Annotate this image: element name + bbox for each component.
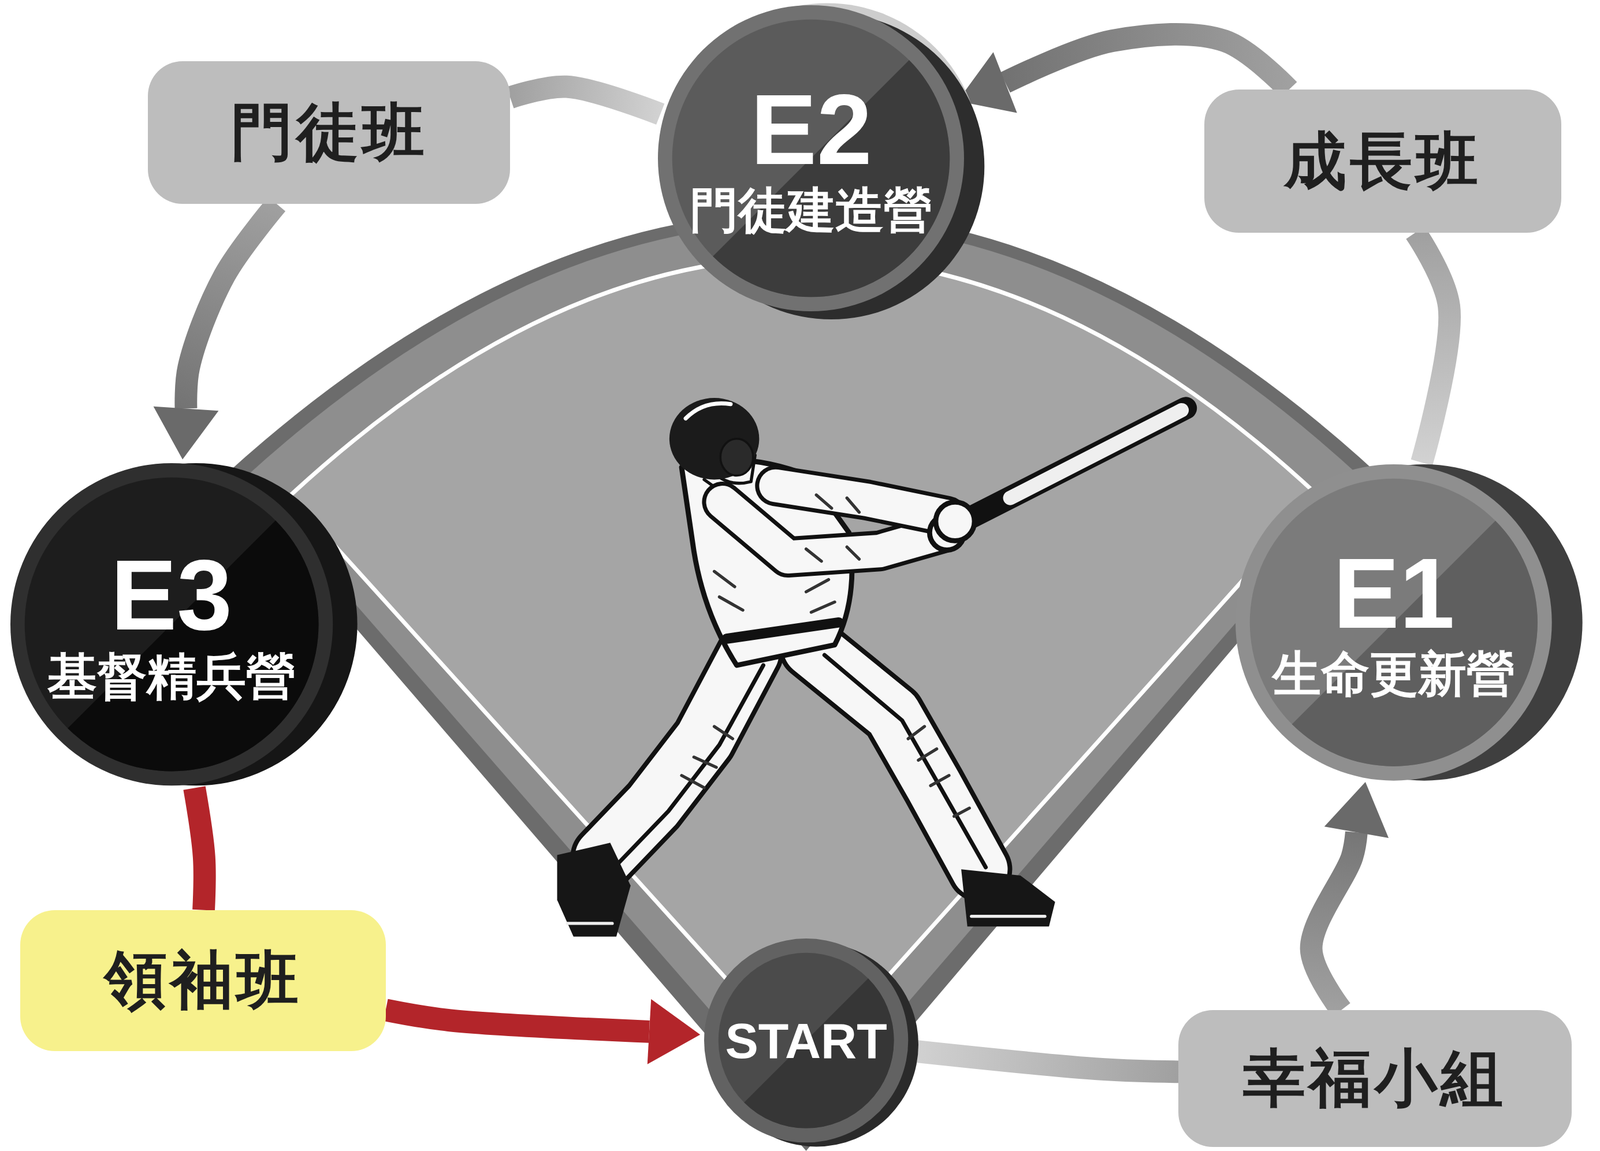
circle-face bbox=[1235, 464, 1553, 781]
circle-face-shade bbox=[704, 938, 909, 1143]
stage-circle: E3基督精兵營 bbox=[10, 463, 333, 786]
circle-face bbox=[10, 463, 333, 786]
stage-code: E2 bbox=[750, 79, 872, 180]
stage-circle: E1生命更新營 bbox=[1235, 464, 1553, 781]
batter-figure bbox=[557, 397, 1186, 937]
batter-figure bbox=[971, 914, 1045, 918]
circle-ring bbox=[1235, 464, 1553, 781]
circle-face-shade bbox=[1235, 464, 1553, 781]
circle-ring bbox=[704, 938, 909, 1143]
flow-arrow bbox=[194, 788, 206, 911]
stage-circle: E2門徒建造營 bbox=[657, 5, 965, 312]
stage-code: E1 bbox=[1333, 543, 1455, 643]
batter-figure bbox=[726, 622, 839, 639]
batter-figure bbox=[957, 408, 1186, 525]
circle-face bbox=[704, 938, 909, 1143]
stage-name: 生命更新營 bbox=[1272, 647, 1516, 701]
class-box: 幸福小組 bbox=[1178, 1010, 1572, 1148]
circle-face bbox=[1235, 464, 1553, 781]
flow-arrow bbox=[510, 86, 661, 115]
class-box: 成長班 bbox=[1204, 89, 1562, 233]
batter-figure bbox=[824, 655, 986, 868]
arrow-head bbox=[647, 999, 701, 1065]
circle-face-shade bbox=[657, 5, 965, 312]
arrow-body bbox=[1005, 34, 1289, 90]
class-name: 門徒班 bbox=[230, 98, 429, 167]
batter-figure bbox=[775, 485, 948, 517]
arrow-body bbox=[1311, 832, 1357, 1011]
stage-code: START bbox=[724, 1016, 887, 1066]
batter-figure bbox=[935, 501, 975, 541]
arrow-body bbox=[185, 203, 277, 409]
batter-figure bbox=[685, 403, 731, 419]
batter-figure bbox=[720, 438, 754, 476]
circle-ring bbox=[10, 463, 333, 786]
arrow-body bbox=[1415, 232, 1450, 463]
batter-figure bbox=[604, 653, 751, 858]
circle-face bbox=[657, 5, 965, 312]
batter-figure bbox=[810, 648, 980, 870]
circle-face bbox=[10, 463, 333, 786]
batter-figure bbox=[567, 921, 613, 925]
arrow-body bbox=[911, 1051, 1179, 1073]
circle-face bbox=[657, 5, 965, 312]
batter-figure bbox=[806, 495, 860, 562]
flow-arrow bbox=[153, 203, 278, 460]
stage-name: 門徒建造營 bbox=[689, 183, 933, 237]
arrow-body bbox=[194, 788, 206, 911]
class-name: 成長班 bbox=[1284, 127, 1482, 196]
arrow-body bbox=[385, 1010, 650, 1033]
flow-arrow bbox=[1311, 782, 1389, 1011]
class-box: 門徒班 bbox=[147, 61, 511, 204]
batter-figure bbox=[669, 397, 759, 480]
stage-circle: START bbox=[704, 938, 909, 1143]
circle-ring bbox=[657, 5, 965, 312]
arrow-body bbox=[510, 86, 661, 115]
batter-figure bbox=[1010, 410, 1182, 498]
stage-name: 基督精兵營 bbox=[47, 649, 296, 705]
class-name: 幸福小組 bbox=[1243, 1044, 1507, 1114]
batter-figure bbox=[961, 869, 1056, 927]
circle-face bbox=[704, 938, 909, 1143]
batter-figure bbox=[775, 485, 948, 517]
arrow-head bbox=[153, 406, 219, 460]
batter-figure bbox=[618, 665, 764, 864]
circle-face-shade bbox=[10, 463, 333, 786]
class-box: 領袖班 bbox=[20, 910, 386, 1052]
stage-code: E3 bbox=[110, 545, 233, 645]
batter-figure bbox=[714, 571, 835, 613]
batter-figure bbox=[810, 648, 980, 870]
class-name: 領袖班 bbox=[104, 946, 303, 1015]
arrow-head bbox=[1324, 782, 1389, 839]
flow-arrow bbox=[1415, 232, 1450, 463]
batter-figure bbox=[604, 653, 751, 858]
batter-figure bbox=[681, 726, 970, 817]
batter-figure bbox=[557, 842, 631, 937]
baseball-diamond bbox=[224, 211, 1380, 1151]
baseball-diamond bbox=[224, 211, 1380, 1151]
flow-arrow bbox=[385, 999, 701, 1065]
flow-arrow bbox=[911, 1051, 1179, 1073]
